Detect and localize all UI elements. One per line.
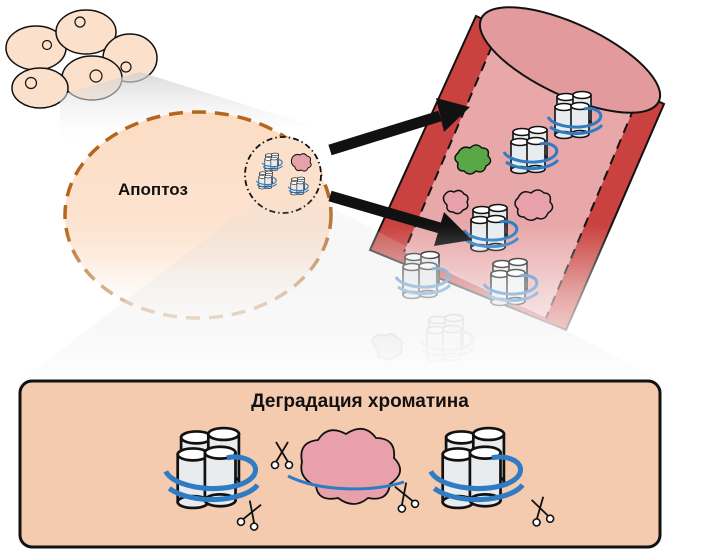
protein-blob-icon bbox=[514, 189, 554, 221]
protein-blob-icon bbox=[442, 189, 469, 215]
arrow-icon bbox=[328, 98, 470, 156]
protein-blob-icon bbox=[287, 428, 405, 505]
apoptosis-label: Апоптоз bbox=[118, 180, 188, 199]
chromatin-degradation-title: Деградация хроматина bbox=[251, 391, 469, 412]
protein-blob-icon bbox=[454, 144, 492, 175]
fade-overlay bbox=[0, 225, 720, 385]
